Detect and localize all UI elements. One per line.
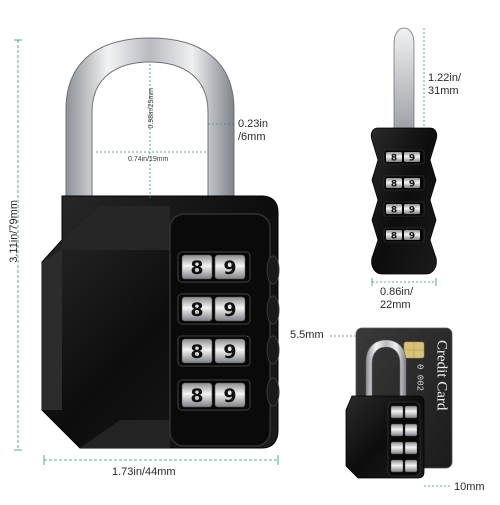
dial-digit: 8 bbox=[190, 299, 203, 321]
small-dial-2 bbox=[390, 423, 418, 437]
side-dial-digit: 8 bbox=[391, 154, 397, 164]
side-dial-digit: 8 bbox=[391, 206, 397, 216]
dial-digit: 8 bbox=[190, 341, 203, 363]
shackle-thickness-label: 0.23in /6mm bbox=[238, 118, 268, 143]
body-depth-label: 0.86in/ 22mm bbox=[380, 286, 414, 311]
height-total-label: 3.11in/79mm bbox=[8, 200, 20, 263]
dial-digit: 9 bbox=[223, 257, 236, 279]
side-dial-digit: 9 bbox=[409, 180, 415, 190]
card-thickness-label: 5.5mm bbox=[290, 329, 324, 341]
dial-digit: 9 bbox=[223, 341, 236, 363]
side-dimension-lines bbox=[371, 28, 437, 286]
small-dial-3 bbox=[390, 441, 418, 455]
dimension-lines bbox=[14, 39, 279, 465]
side-dial-digit: 8 bbox=[391, 232, 397, 242]
dial-digit: 8 bbox=[190, 257, 203, 279]
shackle-inner-height-label: 0.98in/25mm bbox=[148, 88, 155, 129]
dial-digit: 9 bbox=[223, 299, 236, 321]
card-number-fragment: 0 002 bbox=[414, 364, 425, 392]
dial-digit: 8 bbox=[190, 385, 203, 407]
card-dimension-lines bbox=[330, 335, 452, 487]
shackle bbox=[65, 37, 235, 201]
side-dial-digit: 9 bbox=[409, 206, 415, 216]
card-comparison bbox=[345, 327, 453, 479]
dial-housing bbox=[169, 213, 271, 447]
width-total-label: 1.73in/44mm bbox=[112, 466, 176, 478]
side-shackle bbox=[393, 27, 415, 131]
small-dials bbox=[390, 405, 418, 473]
shackle-inner-width-label: 0.74in/19mm bbox=[128, 156, 169, 163]
side-dial-digit: 9 bbox=[409, 232, 415, 242]
credit-card-label: Credit Card bbox=[433, 340, 450, 411]
shackle-clearance-label: 1.22in/ 31mm bbox=[428, 72, 462, 97]
lock-depth-label: 10mm bbox=[454, 481, 485, 493]
side-dial-digit: 8 bbox=[391, 180, 397, 190]
side-dial-digit: 9 bbox=[409, 154, 415, 164]
small-dial-1 bbox=[390, 405, 418, 419]
small-dial-4 bbox=[390, 459, 418, 473]
dial-digit: 9 bbox=[223, 385, 236, 407]
